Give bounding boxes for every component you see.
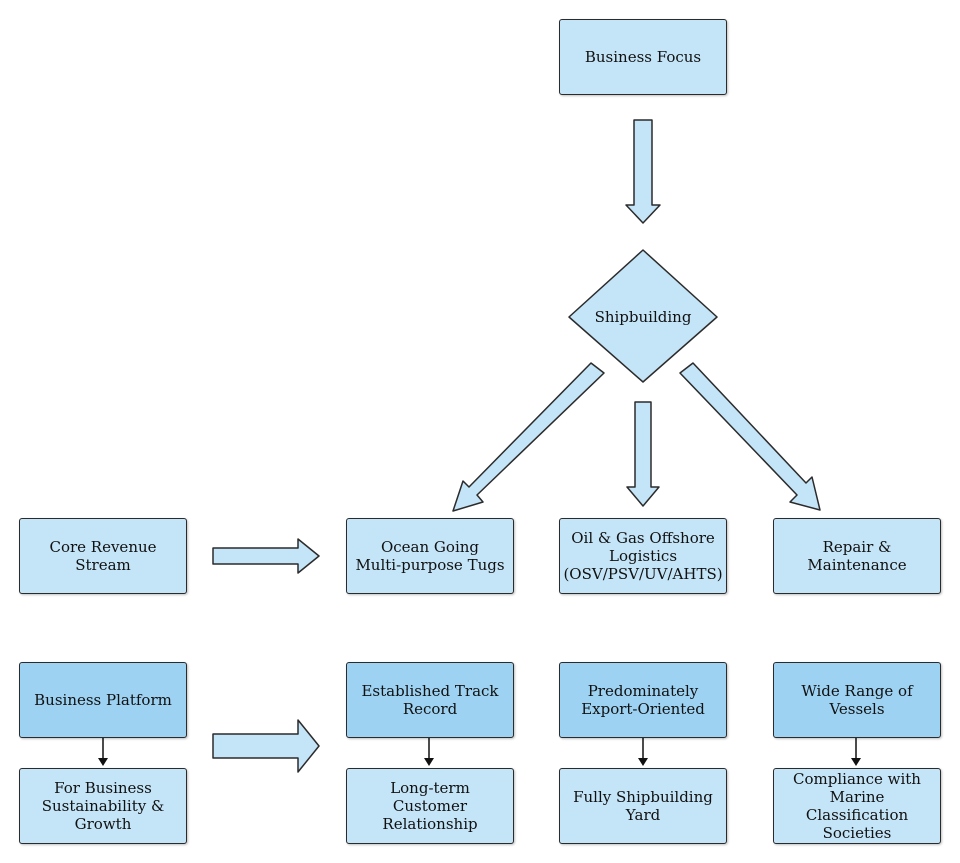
arrow-shipbuilding-to-tugs [452, 362, 605, 512]
arrow-platform-to-row [212, 719, 320, 773]
shipbuilding-label: Shipbuilding [594, 308, 692, 326]
ocean-going-tugs-label: Ocean Going Multi-purpose Tugs [355, 538, 505, 574]
arrow-shipbuilding-to-repair [679, 362, 821, 511]
ocean-going-tugs-box: Ocean Going Multi-purpose Tugs [346, 518, 514, 594]
arrow-revenue-to-row [212, 538, 320, 574]
arrow-focus-to-shipbuilding [625, 119, 661, 224]
vessel-range-box: Wide Range of Vessels [773, 662, 941, 738]
connector-track-to-relationship [424, 738, 434, 766]
marine-compliance-label: Compliance with Marine Classification So… [793, 770, 921, 842]
oil-gas-logistics-label: Oil & Gas Offshore Logistics (OSV/PSV/UV… [563, 529, 723, 583]
sustainability-growth-box: For Business Sustainability & Growth [19, 768, 187, 844]
connector-platform-to-growth [98, 738, 108, 766]
shipbuilding-diamond [568, 249, 718, 383]
arrow-shipbuilding-to-oilgas [626, 401, 660, 507]
business-platform-label: Business Platform [34, 691, 172, 709]
track-record-box: Established Track Record [346, 662, 514, 738]
oil-gas-logistics-box: Oil & Gas Offshore Logistics (OSV/PSV/UV… [559, 518, 727, 594]
core-revenue-stream-box: Core Revenue Stream [19, 518, 187, 594]
core-revenue-stream-label: Core Revenue Stream [49, 538, 157, 574]
connector-export-to-yard [638, 738, 648, 766]
track-record-label: Established Track Record [361, 682, 499, 718]
business-focus-label: Business Focus [584, 48, 702, 66]
business-platform-box: Business Platform [19, 662, 187, 738]
shipbuilding-yard-box: Fully Shipbuilding Yard [559, 768, 727, 844]
repair-maintenance-label: Repair & Maintenance [807, 538, 907, 574]
customer-relationship-label: Long-term Customer Relationship [382, 779, 478, 833]
business-focus-box: Business Focus [559, 19, 727, 95]
sustainability-growth-label: For Business Sustainability & Growth [41, 779, 165, 833]
export-oriented-label: Predominately Export-Oriented [581, 682, 705, 718]
marine-compliance-box: Compliance with Marine Classification So… [773, 768, 941, 844]
export-oriented-box: Predominately Export-Oriented [559, 662, 727, 738]
connector-vessels-to-compliance [851, 738, 861, 766]
customer-relationship-box: Long-term Customer Relationship [346, 768, 514, 844]
vessel-range-label: Wide Range of Vessels [801, 682, 913, 718]
shipbuilding-yard-label: Fully Shipbuilding Yard [573, 788, 713, 824]
repair-maintenance-box: Repair & Maintenance [773, 518, 941, 594]
